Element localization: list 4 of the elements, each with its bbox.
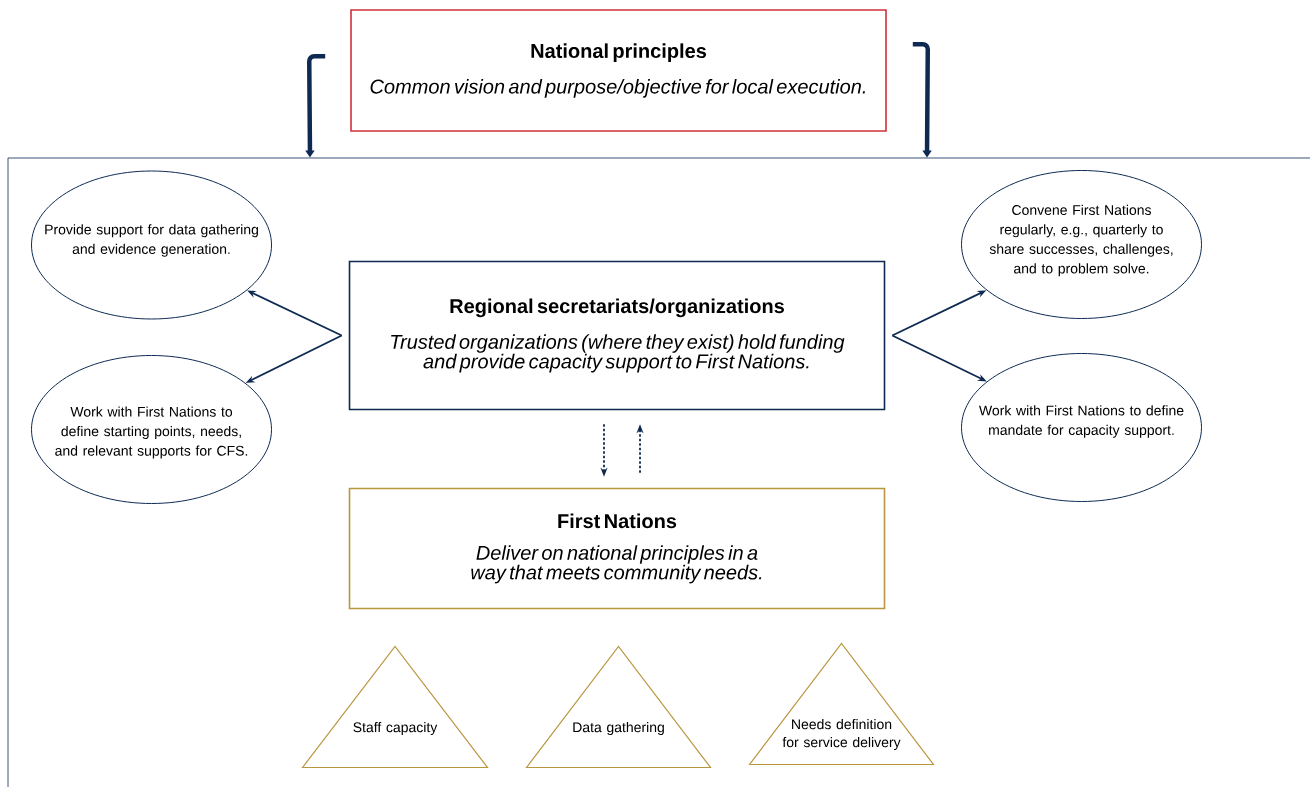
- text-box: Regional secretariats/organizations Trusted organizations (where they exist) hold funding and provide capacity support to First Nations.: [348, 260, 886, 411]
- frame-box: [7, 157, 1310, 787]
- text-box: First Nations Deliver on national principles in a way that meets community needs.: [348, 487, 886, 610]
- text-box: National principles Common vision and purpose/objective for local execution.: [350, 9, 887, 132]
